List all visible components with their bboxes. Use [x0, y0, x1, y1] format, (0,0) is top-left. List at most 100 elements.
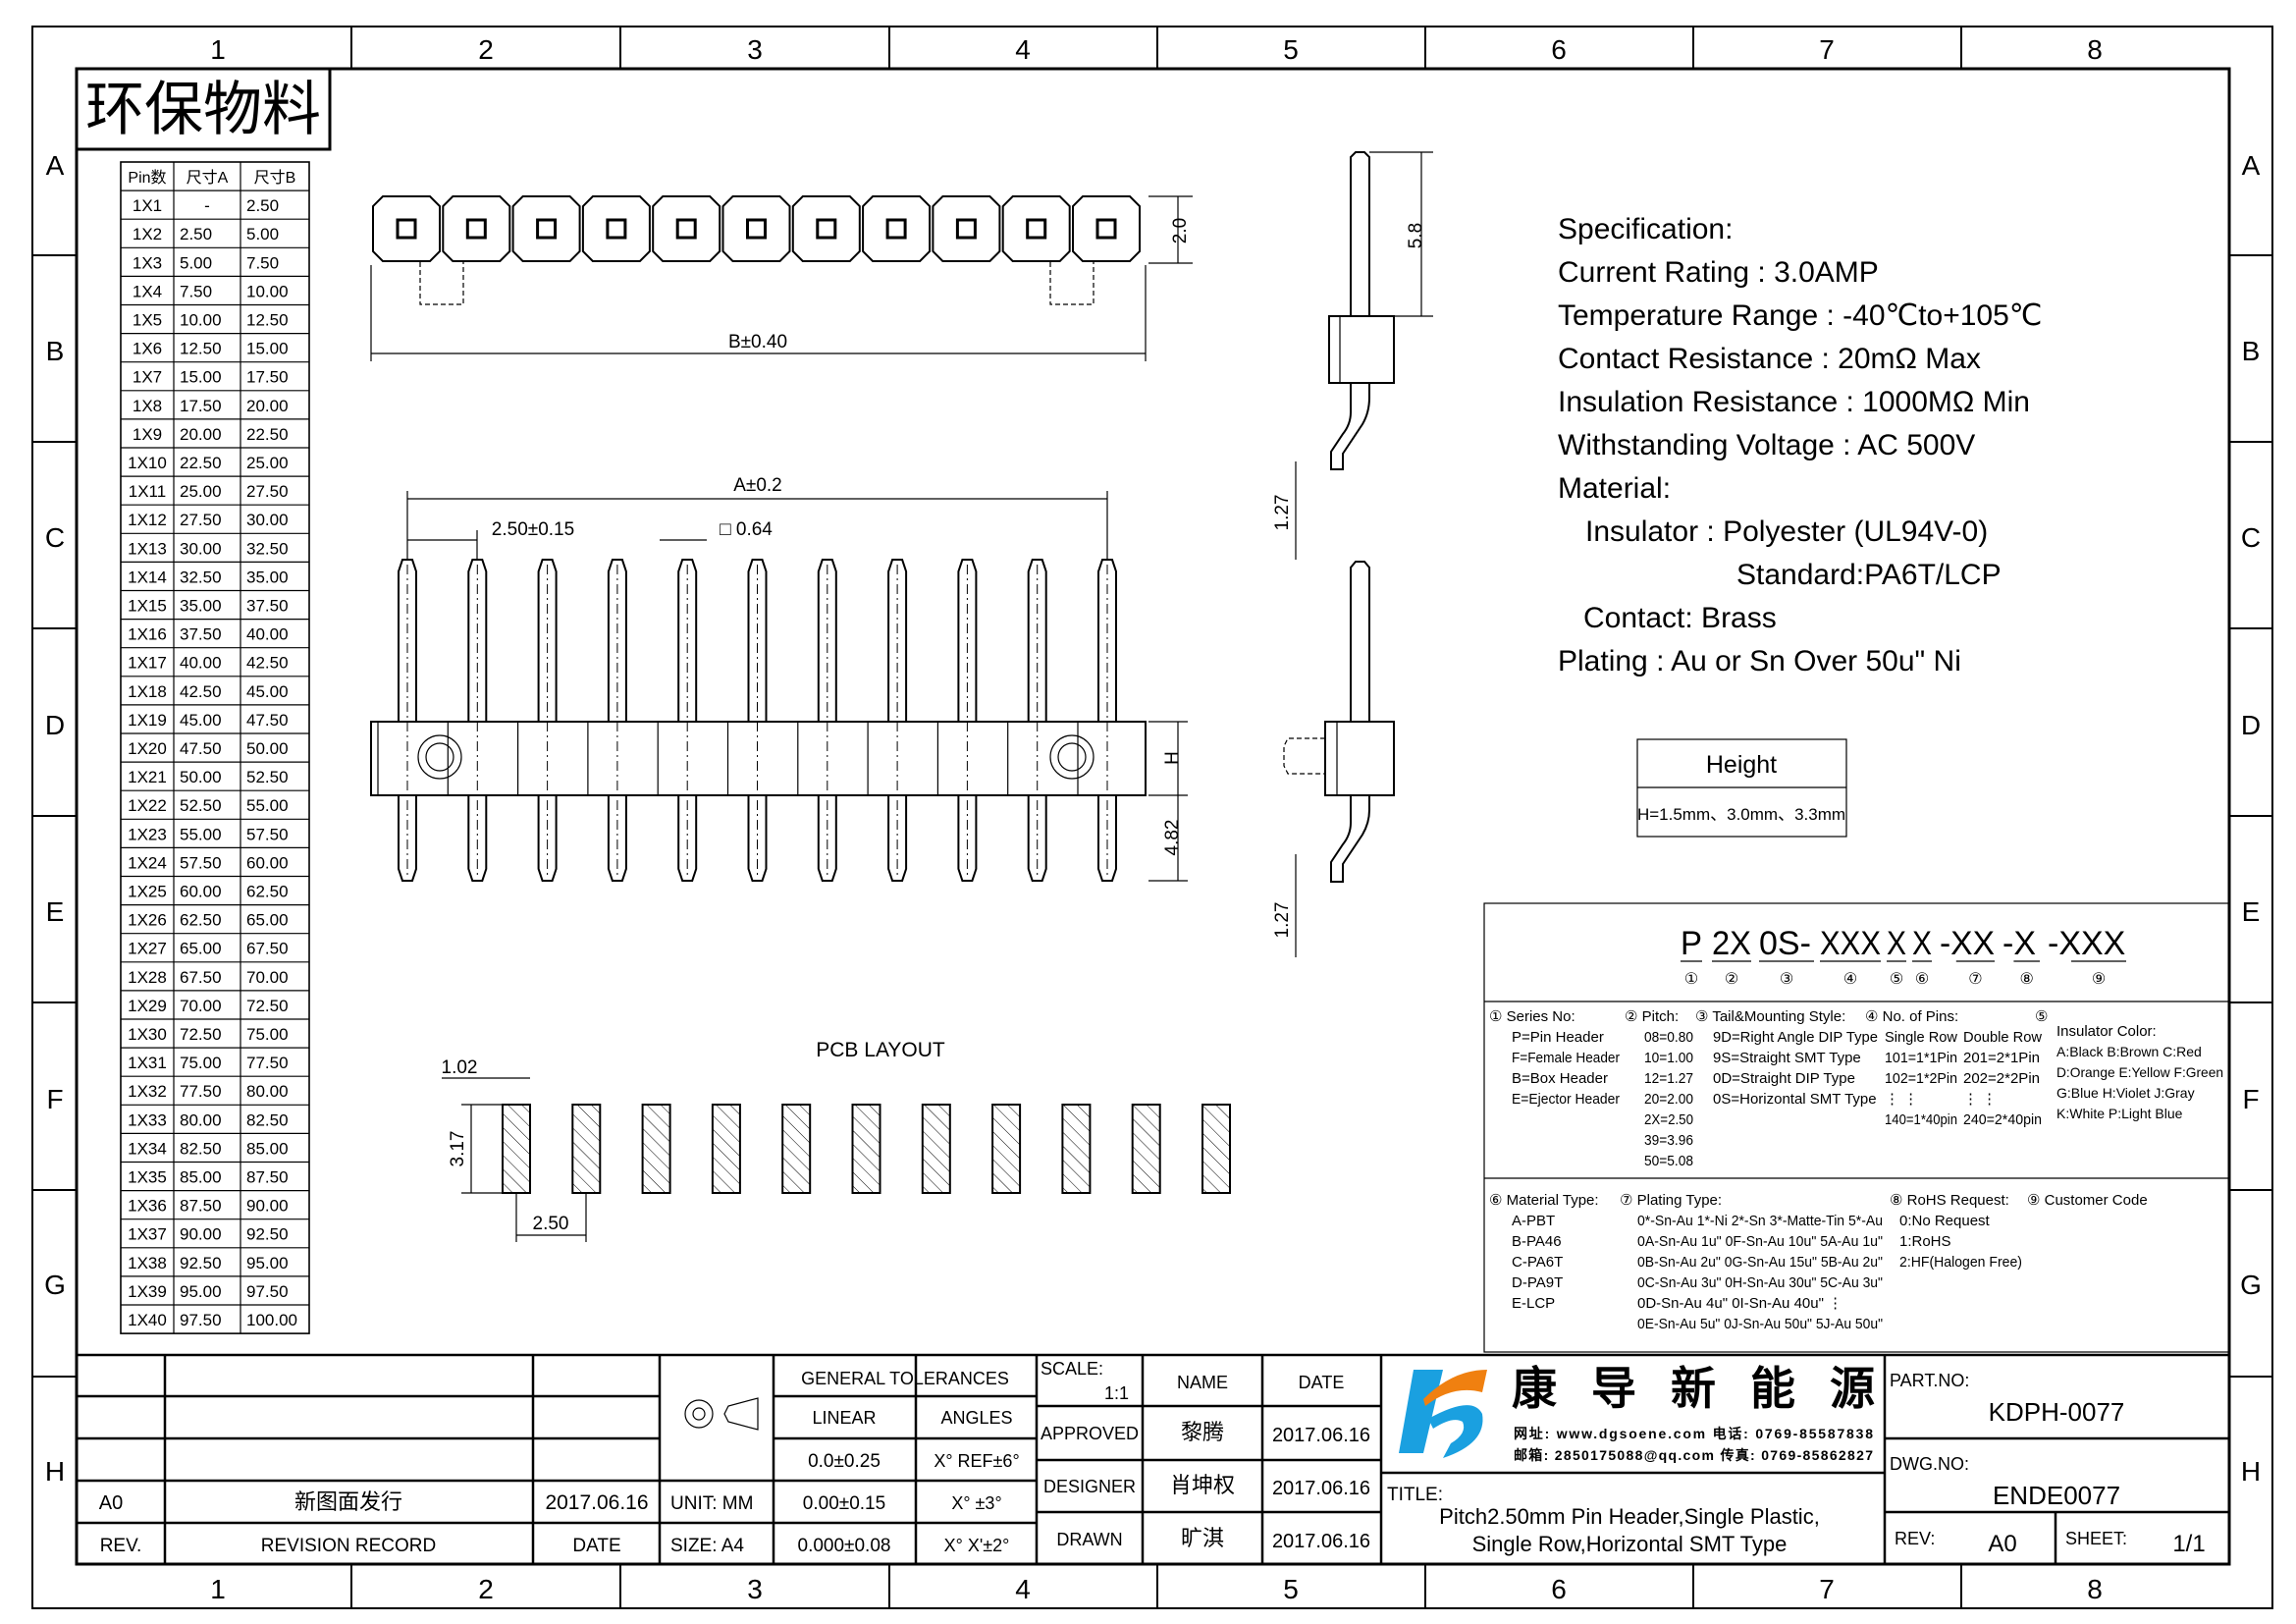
table-cell: 22.50 [180, 454, 222, 472]
table-cell: 1X26 [128, 911, 167, 930]
tail-item: 9S=Straight SMT Type [1713, 1050, 1861, 1066]
table-cell: 1X27 [128, 940, 167, 958]
series-title: ① Series No: [1489, 1008, 1575, 1025]
zone-row-label: D [45, 710, 65, 740]
table-cell: 75.00 [246, 1025, 289, 1044]
code-part: -X [2002, 925, 2036, 962]
dim-pitch-label: 2.50±0.15 [492, 519, 574, 540]
zone-row-label: H [45, 1456, 65, 1487]
table-cell: 1X5 [133, 311, 162, 330]
spec-line: Current Rating : 3.0AMP [1558, 256, 1879, 289]
table-cell: 1X11 [129, 482, 166, 501]
pin-lower [1027, 795, 1047, 882]
table-cell: 60.00 [246, 853, 289, 872]
zone-column-label: 5 [1283, 1574, 1299, 1604]
dim-pin-length-label: 5.8 [1406, 223, 1426, 248]
locating-post-hidden [419, 262, 464, 305]
table-cell: 1X34 [128, 1139, 167, 1158]
table-cell: 1X29 [128, 997, 167, 1015]
material-item: E-LCP [1512, 1295, 1555, 1312]
side-housing [1328, 315, 1395, 384]
table-cell: 1X24 [128, 853, 167, 872]
table-cell: 47.50 [246, 711, 289, 730]
signoff-role: APPROVED [1041, 1424, 1139, 1443]
table-cell: 7.50 [180, 282, 212, 300]
plating-item: 0*-Sn-Au 1*-Ni 2*-Sn 3*-Matte-Tin 5*-Au [1637, 1213, 1883, 1229]
table-cell: 1X32 [128, 1082, 167, 1101]
signoff-date: 2017.06.16 [1272, 1425, 1370, 1446]
locating-post-inner [1057, 742, 1087, 772]
spec-line: Withstanding Voltage : AC 500V [1558, 429, 1975, 461]
pin-square [396, 218, 417, 240]
zone-row-label: F [2242, 1084, 2259, 1114]
zone-row-label: C [45, 522, 65, 553]
company-contact: 网址: www.dgsoene.com 电话: 0769-85587838 [1514, 1426, 1873, 1441]
table-cell: 1X17 [128, 654, 167, 673]
table-cell: 82.50 [246, 1110, 289, 1129]
pin-square [675, 218, 697, 240]
table-cell: 95.00 [180, 1282, 222, 1301]
table-cell: 1X23 [128, 825, 167, 843]
housing-cell [372, 195, 441, 262]
zone-column-label: 2 [478, 1574, 494, 1604]
table-cell: 90.00 [180, 1225, 222, 1244]
table-cell: 47.50 [180, 739, 222, 758]
table-cell: 1X8 [133, 397, 162, 415]
projection-symbol-icon [692, 1407, 706, 1421]
tail-item: 9D=Right Angle DIP Type [1713, 1029, 1878, 1046]
company-logo [1423, 1370, 1487, 1406]
table-cell: 55.00 [180, 825, 222, 843]
pcb-pad [711, 1104, 741, 1194]
table-cell: 42.50 [180, 682, 222, 701]
dim-offset-2-label: 1.27 [1272, 902, 1293, 939]
color-item: G:Blue H:Violet J:Gray [2056, 1085, 2195, 1101]
series-item: E=Ejector Header [1512, 1091, 1620, 1108]
pin-lower [747, 795, 768, 882]
scale-value: 1:1 [1104, 1383, 1129, 1403]
pin-upper [817, 559, 837, 722]
spec-line: Insulator : Polyester (UL94V-0) [1585, 515, 1988, 548]
tail-item: 0S=Horizontal SMT Type [1713, 1091, 1877, 1108]
pitch-item: 50=5.08 [1644, 1153, 1693, 1169]
top-view [370, 195, 1193, 361]
pcb-pad [781, 1104, 812, 1194]
table-cell: 77.50 [180, 1082, 222, 1101]
pcb-pad [851, 1104, 881, 1194]
dwg-no-label: DWG.NO: [1890, 1454, 1969, 1474]
table-cell: 1X33 [128, 1110, 167, 1129]
table-cell: 67.50 [246, 940, 289, 958]
table-cell: 55.00 [246, 796, 289, 815]
zone-row-label: G [2240, 1270, 2262, 1300]
series-item: F=Female Header [1512, 1050, 1620, 1066]
table-cell: 87.50 [246, 1168, 289, 1187]
linear-label: LINEAR [812, 1408, 876, 1428]
table-cell: 1X2 [133, 225, 162, 244]
zone-row-label: E [46, 896, 65, 927]
housing-cell [442, 195, 511, 262]
code-marker: ③ [1780, 971, 1793, 988]
side-pin-bent-tail [1330, 383, 1370, 470]
series-item: P=Pin Header [1512, 1029, 1604, 1046]
plating-item: 0D-Sn-Au 4u" 0I-Sn-Au 40u" ⋮ [1637, 1295, 1842, 1312]
code-part: 0S- [1759, 925, 1811, 962]
zone-column-label: 8 [2087, 34, 2103, 65]
zone-column-label: 7 [1819, 34, 1835, 65]
spec-line: Plating : Au or Sn Over 50u" Ni [1558, 645, 1961, 677]
ordering-box-border [1483, 902, 2230, 1353]
table-border [120, 161, 310, 1334]
eco-label: 环保物料 [85, 76, 321, 144]
pin-upper [607, 559, 627, 722]
pcb-pad-length-label: 3.17 [448, 1131, 468, 1167]
pcb-pad [502, 1104, 531, 1194]
sheet-value: 1/1 [2172, 1531, 2205, 1557]
table-cell: 15.00 [180, 368, 222, 387]
signoff-name: 旷淇 [1181, 1526, 1224, 1550]
dim-b-label: B±0.40 [728, 332, 787, 352]
material-item: C-PA6T [1512, 1254, 1563, 1271]
pin-square [816, 218, 837, 240]
eco-label-box [75, 67, 332, 151]
housing-cell [862, 195, 932, 262]
pin-upper [1027, 559, 1047, 722]
